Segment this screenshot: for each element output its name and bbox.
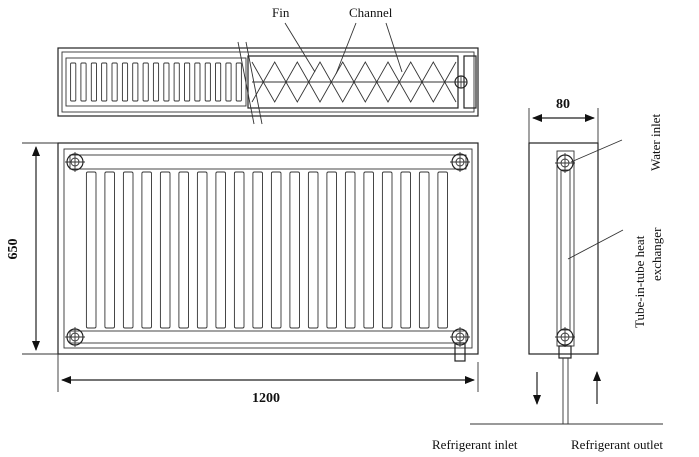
channel-zigzag-lower	[251, 81, 457, 103]
channel-leader-line-2	[385, 22, 403, 73]
channel-label: Channel	[349, 5, 393, 20]
exchanger-leader-line	[567, 229, 624, 260]
water-inlet-label: Water inlet	[648, 114, 663, 171]
side-outlet-stub	[558, 345, 572, 359]
top-section-view	[57, 41, 479, 125]
top-fin	[204, 62, 211, 102]
top-fin	[173, 62, 180, 102]
front-channel	[122, 171, 134, 329]
channel-zigzag-group	[251, 61, 457, 103]
refrigerant-outlet-label: Refrigerant outlet	[571, 437, 663, 452]
front-port-bottom-left	[65, 327, 85, 347]
top-view-port-cross	[455, 76, 467, 88]
top-fin	[90, 62, 97, 102]
top-fin	[152, 62, 160, 102]
fin-label: Fin	[272, 5, 290, 20]
depth-dimension-value: 80	[556, 97, 570, 112]
front-channel	[104, 171, 115, 329]
top-fin	[80, 62, 87, 102]
channel-leader-line-1	[335, 22, 357, 75]
side-port-top	[555, 153, 575, 173]
depth-extension-lines	[528, 108, 599, 143]
break-line-left	[237, 41, 255, 125]
top-view-fin-group	[65, 57, 247, 107]
top-fin	[184, 62, 191, 102]
refrigerant-inlet-label: Refrigerant inlet	[432, 437, 518, 452]
front-view	[57, 142, 479, 362]
front-port-top-left	[65, 152, 85, 172]
width-extension-lines	[57, 354, 479, 392]
front-top-header-pipe	[69, 154, 467, 170]
front-port-top-right	[450, 152, 470, 172]
side-exchanger-inner-tube	[560, 169, 571, 331]
exchanger-label-line2: exchanger	[649, 227, 664, 281]
top-fin	[121, 62, 129, 102]
top-fin	[132, 62, 139, 102]
front-channel	[85, 171, 97, 329]
top-fin	[111, 62, 118, 102]
side-port-bottom	[555, 327, 575, 347]
front-outlet-stub	[454, 342, 466, 362]
top-view-inner-frame	[61, 51, 475, 113]
channel-zigzag-upper	[251, 61, 457, 83]
front-channel	[252, 171, 263, 329]
top-fin	[235, 62, 242, 102]
top-fin	[215, 62, 222, 102]
top-view-outer-frame	[57, 47, 479, 117]
width-dimension: 1200	[57, 354, 479, 406]
front-channel	[418, 171, 430, 329]
water-inlet-leader-line	[570, 139, 623, 163]
top-fin	[194, 62, 201, 102]
top-fin	[225, 62, 232, 102]
front-channel-group	[85, 171, 448, 329]
front-channel	[141, 171, 152, 329]
top-fin	[101, 62, 108, 102]
top-fin-frame	[65, 57, 247, 107]
refrigerant-pipes	[562, 358, 569, 424]
front-channel	[437, 171, 448, 329]
front-view-inner-frame	[63, 148, 473, 349]
front-channel	[196, 171, 208, 329]
front-channel	[215, 171, 226, 329]
front-channel	[344, 171, 356, 329]
front-channel	[289, 171, 300, 329]
exchanger-label-line1: Tube-in-tube heat	[632, 235, 647, 328]
fin-leader-line	[284, 22, 316, 73]
front-channel	[363, 171, 374, 329]
width-dimension-value: 1200	[252, 391, 280, 406]
front-channel	[178, 171, 189, 329]
front-channel	[159, 171, 171, 329]
front-port-bottom-right	[450, 327, 470, 347]
side-view	[528, 142, 599, 424]
front-channel	[400, 171, 411, 329]
depth-dimension: 80	[528, 97, 599, 143]
top-fin	[163, 62, 170, 102]
side-view-outer-frame	[528, 142, 599, 355]
front-view-outer-frame	[57, 142, 479, 355]
height-extension-lines	[22, 142, 58, 355]
height-dimension-value: 650	[6, 239, 21, 260]
front-channel	[233, 171, 245, 329]
front-channel	[307, 171, 319, 329]
top-fin	[142, 62, 149, 102]
top-fin	[70, 62, 77, 102]
side-exchanger-outer-tube	[556, 150, 575, 347]
break-line-right	[245, 41, 263, 125]
front-channel	[270, 171, 282, 329]
height-dimension: 650	[6, 142, 58, 355]
front-channel	[381, 171, 393, 329]
front-bottom-header-pipe	[69, 330, 467, 344]
front-channel	[326, 171, 337, 329]
